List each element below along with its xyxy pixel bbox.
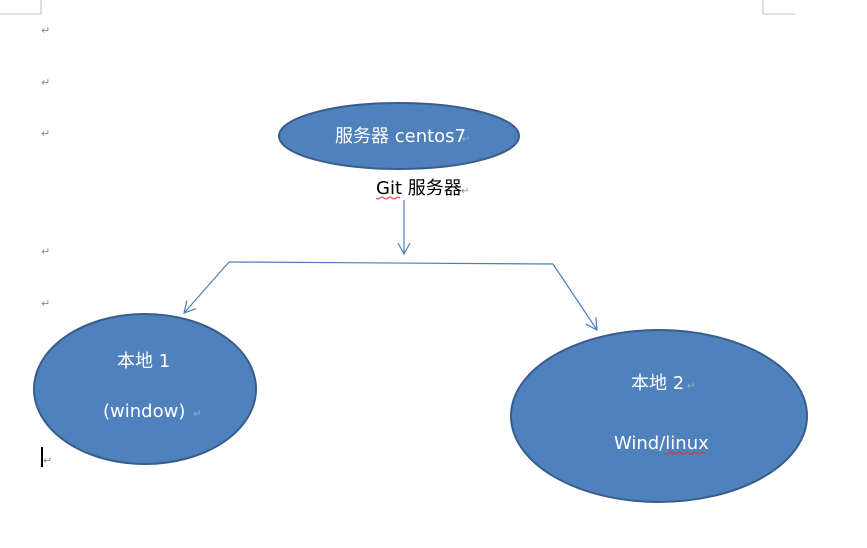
paragraph-mark: ↵ [461, 186, 469, 197]
git-label-suffix: 服务器 [402, 178, 462, 199]
local1-node-title: 本地 1 [117, 351, 170, 372]
paragraph-mark: ↵ [462, 134, 470, 145]
local2-node-subtitle: Wind/linux [614, 433, 709, 454]
connector-left-arrow [183, 261, 230, 314]
paragraph-mark: ↵ [43, 454, 53, 467]
local2-node[interactable]: 本地 2 ↵ Wind/linux [510, 329, 808, 503]
paragraph-mark: ↵ [41, 245, 51, 258]
paragraph-mark: ↵ [687, 381, 695, 392]
text-cursor [41, 447, 43, 467]
git-label-prefix: Git [376, 178, 402, 199]
paragraph-mark: ↵ [41, 76, 51, 89]
local1-node[interactable]: 本地 1 (window) ↵ [33, 313, 257, 465]
spellcheck-underline [664, 451, 706, 455]
svg-text:Git 服务器: Git 服务器 [376, 178, 462, 199]
local1-node-subtitle: (window) [103, 401, 185, 422]
connector-right-arrow [552, 263, 598, 332]
git-label: Git 服务器 ↵ [375, 178, 469, 200]
server-node[interactable]: 服务器 centos7 ↵ [278, 102, 520, 170]
paragraph-mark: ↵ [193, 409, 201, 420]
local2-node-title: 本地 2 [631, 373, 684, 394]
connector-horizontal [228, 261, 554, 265]
spellcheck-underline [375, 196, 401, 200]
paragraph-mark: ↵ [41, 127, 51, 140]
paragraph-mark: ↵ [41, 297, 51, 310]
server-node-title: 服务器 centos7 [335, 126, 466, 147]
paragraph-mark: ↵ [41, 24, 51, 37]
